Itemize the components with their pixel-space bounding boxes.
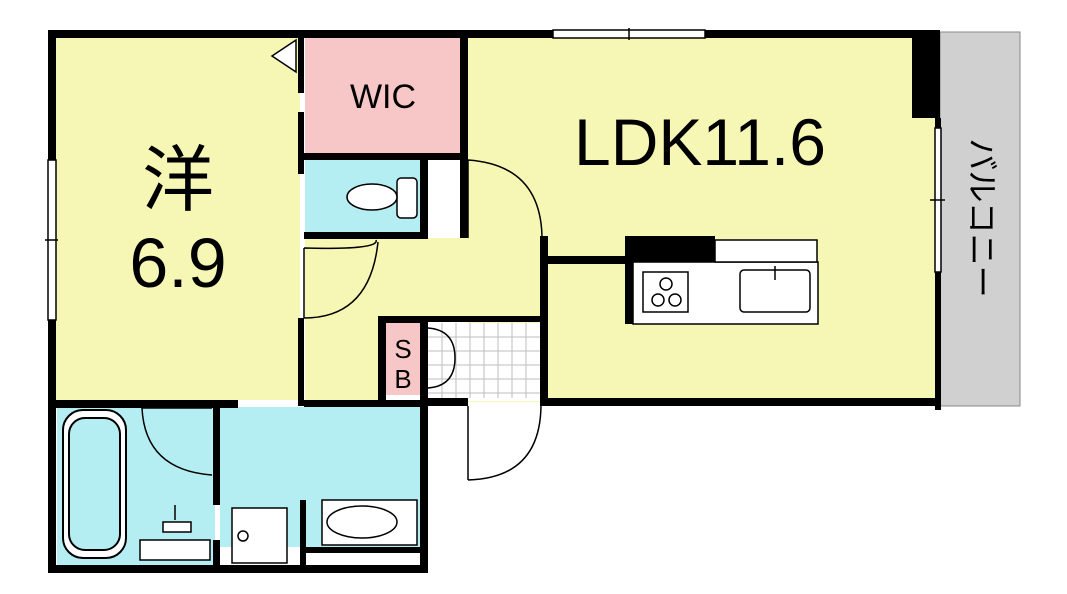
toilet-tank xyxy=(396,177,418,219)
wall-western-right-lower xyxy=(298,318,304,406)
wall-western-bottom xyxy=(48,400,238,408)
wall-western-right-mid xyxy=(298,112,304,174)
wall-toilet-right xyxy=(420,160,428,238)
ldk-label: LDK11.6 xyxy=(574,105,826,179)
wall-outer-top-right xyxy=(705,30,940,38)
wall-toilet-right-2 xyxy=(460,160,468,238)
washbasin-bowl xyxy=(326,505,398,539)
western-room-size: 6.9 xyxy=(129,224,226,302)
wall-ldk-divider xyxy=(540,256,630,264)
washbasin xyxy=(321,499,418,546)
kitchen-fixtures xyxy=(632,239,819,325)
wall-entrance-bottom xyxy=(420,398,468,406)
wall-toilet-bottom xyxy=(304,232,428,239)
door-western xyxy=(303,239,379,319)
wall-sb-top xyxy=(378,316,428,323)
balcony-label: バルコニー xyxy=(963,138,1001,297)
wall-ldk-left-lower xyxy=(540,236,548,406)
kitchen-side-wall xyxy=(625,262,633,324)
room-fills xyxy=(55,31,1021,565)
shower-fixture xyxy=(139,505,211,561)
wall-bath-right xyxy=(213,405,220,505)
wall-washroom-bottom xyxy=(300,547,425,553)
door-toilet-ldk xyxy=(467,159,543,238)
wic-door-marker xyxy=(270,38,297,74)
bathtub xyxy=(62,409,127,559)
toilet-bowl xyxy=(346,183,398,211)
balcony-floor xyxy=(939,31,1021,407)
wall-wic-bottom xyxy=(304,153,464,160)
stove-icon xyxy=(642,271,689,313)
wall-right xyxy=(935,118,941,128)
wall-bath-right-lower xyxy=(213,540,220,570)
sb-label-b: B xyxy=(394,364,411,394)
sb-floor xyxy=(385,323,420,395)
wall-ldk-bottom xyxy=(543,398,941,406)
doors xyxy=(141,159,543,481)
washing-machine-space xyxy=(231,507,288,564)
toilet-fixture xyxy=(346,177,418,219)
wall-hall-bottom xyxy=(304,400,424,407)
wall-washroom-inner xyxy=(300,500,306,570)
walls xyxy=(48,30,941,573)
wall-sb-right xyxy=(420,318,428,406)
wic-floor xyxy=(305,38,460,153)
wall-right-upper xyxy=(912,30,940,118)
wall-outer-bottom xyxy=(48,565,428,573)
wall-entrance-top xyxy=(428,316,543,322)
wall-outer-top-left xyxy=(48,30,553,38)
western-room-label: 洋 xyxy=(142,138,214,222)
wall-outer-left-middle xyxy=(48,320,56,405)
wall-right-lower xyxy=(935,272,941,410)
wall-outer-left-lower xyxy=(48,400,56,572)
wic-label: WIC xyxy=(350,78,416,116)
door-sb-left xyxy=(427,327,456,389)
hallway-lower-floor xyxy=(305,318,383,402)
wall-sb-left xyxy=(378,318,386,406)
wall-washroom-right xyxy=(420,405,428,573)
wall-western-right-upper xyxy=(298,38,304,93)
kitchen-counter-wall xyxy=(625,236,715,262)
wall-wic-right xyxy=(460,30,468,160)
entrance-tile-grid xyxy=(428,323,540,398)
bathtub-inner xyxy=(68,417,121,551)
wall-outer-left-upper xyxy=(48,30,56,160)
door-bath xyxy=(141,407,213,476)
door-entrance xyxy=(467,405,542,481)
sb-label-s: S xyxy=(394,334,411,364)
windows xyxy=(45,28,945,321)
western-room-floor xyxy=(55,38,300,400)
kitchen-hood-strip xyxy=(714,239,818,263)
